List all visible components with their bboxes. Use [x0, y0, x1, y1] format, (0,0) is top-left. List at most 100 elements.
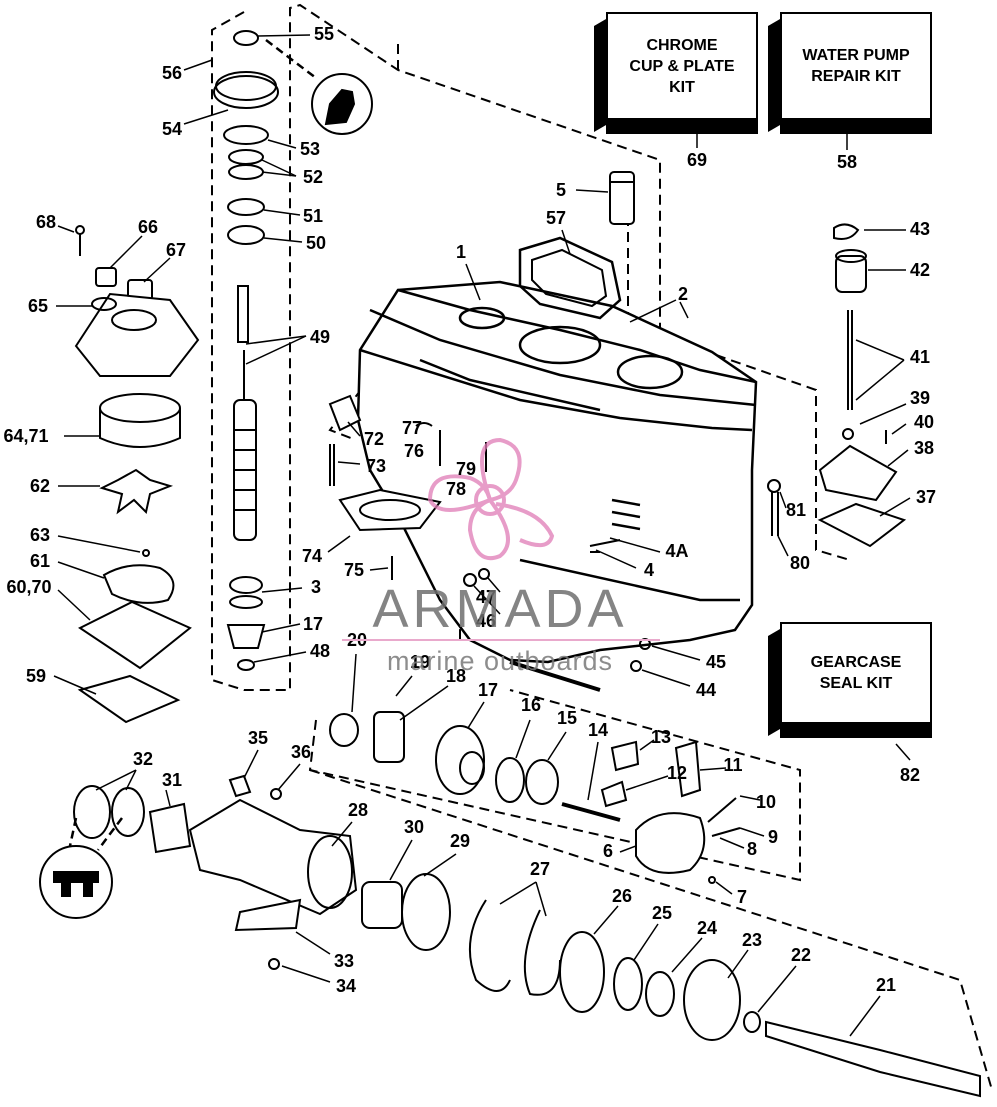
driveshaft-stack	[213, 30, 279, 671]
part-callout-78: 78	[446, 479, 466, 499]
part-callout-30: 30	[404, 817, 424, 837]
part-callout-79: 79	[456, 459, 476, 479]
part-callout-57: 57	[546, 208, 566, 228]
part-callout-76: 76	[404, 441, 424, 461]
part-callout-11: 11	[723, 755, 742, 775]
part-callout-34: 34	[336, 976, 356, 996]
part-callout-60-70: 60,70	[6, 577, 51, 597]
part-callout-18: 18	[446, 666, 466, 686]
part-callout-25: 25	[652, 903, 672, 923]
part-callout-47: 47	[476, 587, 496, 607]
part-callout-23: 23	[742, 930, 762, 950]
part-callout-41: 41	[910, 347, 930, 367]
part-callout-22: 22	[791, 945, 811, 965]
part-callout-33: 33	[334, 951, 354, 971]
leader-lines	[53, 34, 911, 1037]
part-callout-48: 48	[310, 641, 330, 661]
part-callout-29: 29	[450, 831, 470, 851]
kit-label-chrome-cup-plate: CHROME CUP & PLATE KIT	[606, 12, 758, 120]
part-callout-15: 15	[557, 708, 577, 728]
part-callout-37: 37	[916, 487, 936, 507]
part-callout-73: 73	[366, 456, 386, 476]
part-callout-56: 56	[162, 63, 182, 83]
watermark-tagline: marine outboards	[386, 646, 614, 676]
part-callout-69: 69	[687, 150, 707, 170]
part-callout-9: 9	[768, 827, 778, 847]
part-callout-10: 10	[756, 792, 776, 812]
part-callout-46: 46	[476, 611, 496, 631]
part-callout-81: 81	[786, 500, 806, 520]
part-callout-63: 63	[30, 525, 50, 545]
part-callout-31: 31	[162, 770, 182, 790]
part-callout-74: 74	[302, 546, 322, 566]
kit-label-gearcase-seal: GEARCASE SEAL KIT	[780, 622, 932, 724]
watermark-propeller	[427, 437, 555, 561]
part-callout-7: 7	[737, 887, 747, 907]
part-callout-53: 53	[300, 139, 320, 159]
part-callout-67: 67	[166, 240, 186, 260]
kit-box-gearcase-seal: GEARCASE SEAL KIT	[768, 622, 938, 740]
part-callout-77: 77	[402, 418, 422, 438]
service-symbol-icons	[39, 39, 373, 919]
part-callout-21: 21	[876, 975, 896, 995]
part-callout-80: 80	[790, 553, 810, 573]
part-callout-27: 27	[530, 859, 550, 879]
part-callout-82: 82	[900, 765, 920, 785]
shift-rod-parts	[767, 223, 907, 548]
part-callout-12: 12	[667, 763, 687, 783]
part-callout-75: 75	[344, 560, 364, 580]
gearcase-housing	[356, 280, 758, 664]
watermark-brand: ARMADA	[372, 579, 628, 639]
part-callout-13: 13	[651, 727, 671, 747]
part-callout-2: 2	[678, 284, 688, 304]
part-callout-28: 28	[348, 800, 368, 820]
part-callout-54: 54	[162, 119, 182, 139]
part-callout-35: 35	[248, 728, 268, 748]
part-callout-14: 14	[588, 720, 608, 740]
part-callout-68: 68	[36, 212, 56, 232]
watermark-divider	[342, 639, 660, 641]
part-callout-17: 17	[303, 614, 323, 634]
part-callout-45: 45	[706, 652, 726, 672]
part-callout-36: 36	[291, 742, 311, 762]
part-callout-61: 61	[30, 551, 50, 571]
kit-box-shadow	[606, 118, 758, 134]
part-callout-16: 16	[521, 695, 541, 715]
trim-tab-parts	[328, 394, 651, 692]
part-callout-5: 5	[556, 180, 566, 200]
part-callout-59: 59	[26, 666, 46, 686]
part-callout-44: 44	[696, 680, 716, 700]
part-callout-51: 51	[303, 206, 323, 226]
kit-box-chrome-cup-plate: CHROME CUP & PLATE KIT	[594, 12, 764, 134]
part-callout-4: 4	[644, 560, 654, 580]
part-callout-42: 42	[910, 260, 930, 280]
part-callout-65: 65	[28, 296, 48, 316]
part-callout-52: 52	[303, 167, 323, 187]
part-callout-39: 39	[910, 388, 930, 408]
dashed-group-outlines	[211, 3, 993, 1091]
kit-label-water-pump-repair: WATER PUMP REPAIR KIT	[780, 12, 932, 120]
part-callout-4A: 4A	[665, 541, 688, 561]
part-callout-62: 62	[30, 476, 50, 496]
part-callout-55: 55	[314, 24, 334, 44]
part-callout-43: 43	[910, 219, 930, 239]
part-callout-38: 38	[914, 438, 934, 458]
part-callout-1: 1	[456, 242, 466, 262]
kit-box-shadow	[780, 722, 932, 738]
part-callout-32: 32	[133, 749, 153, 769]
part-callout-50: 50	[306, 233, 326, 253]
part-callout-19: 19	[410, 652, 430, 672]
part-callout-8: 8	[747, 839, 757, 859]
part-callout-24: 24	[697, 918, 717, 938]
kit-box-water-pump-repair: WATER PUMP REPAIR KIT	[768, 12, 938, 134]
part-callout-6: 6	[603, 841, 613, 861]
part-callout-72: 72	[364, 429, 384, 449]
part-callout-58: 58	[837, 152, 857, 172]
kit-box-shadow	[780, 118, 932, 134]
part-callout-3: 3	[311, 577, 321, 597]
part-callout-40: 40	[914, 412, 934, 432]
part-callout-64-71: 64,71	[3, 426, 48, 446]
part-callout-26: 26	[612, 886, 632, 906]
